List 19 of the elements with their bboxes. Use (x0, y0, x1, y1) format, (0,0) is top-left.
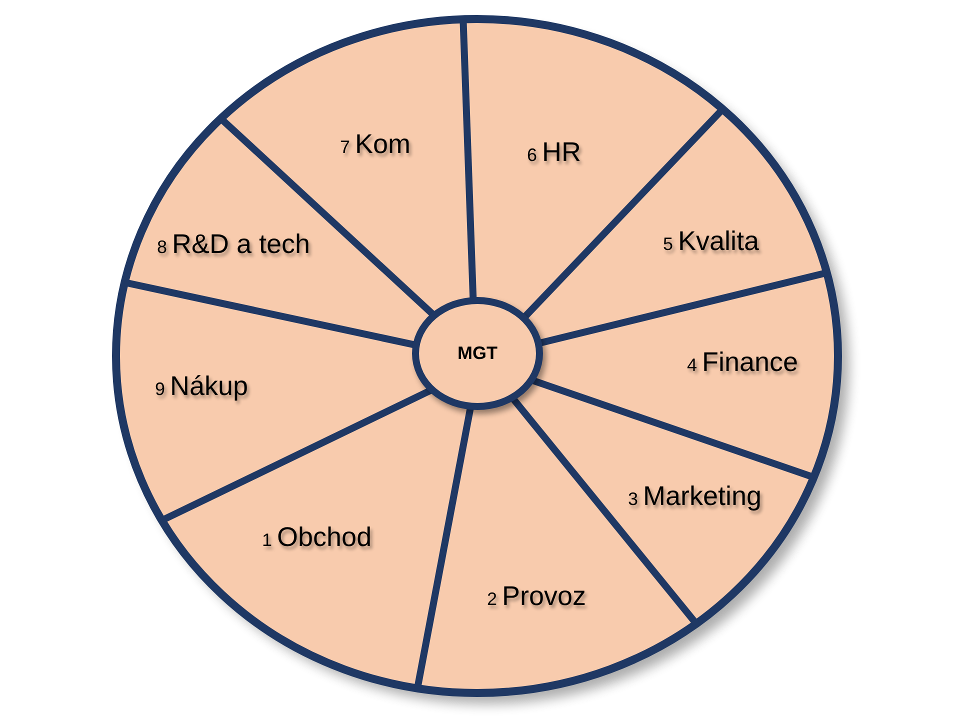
segment-number: 3 (628, 490, 638, 510)
segment-number: 5 (663, 235, 674, 255)
segment-label: Nákup (170, 372, 248, 402)
segment-label: HR (542, 138, 582, 168)
segment-number: 9 (155, 380, 166, 400)
segment-label: Kvalita (678, 227, 760, 257)
segment-label: Finance (702, 348, 798, 378)
segment-number: 6 (527, 146, 538, 166)
segment-label: R&D a tech (172, 230, 310, 260)
segment-number: 1 (262, 531, 272, 551)
segment-label: Kom (355, 130, 411, 160)
segment-number: 4 (687, 356, 698, 376)
segment-number: 2 (487, 590, 498, 610)
segment-number: 8 (157, 238, 168, 258)
segment-label: Obchod (277, 523, 372, 553)
center-label: MGT (458, 343, 498, 364)
segment-label: Marketing (643, 482, 762, 512)
segment-number: 7 (340, 138, 350, 158)
segment-label: Provoz (502, 582, 586, 612)
